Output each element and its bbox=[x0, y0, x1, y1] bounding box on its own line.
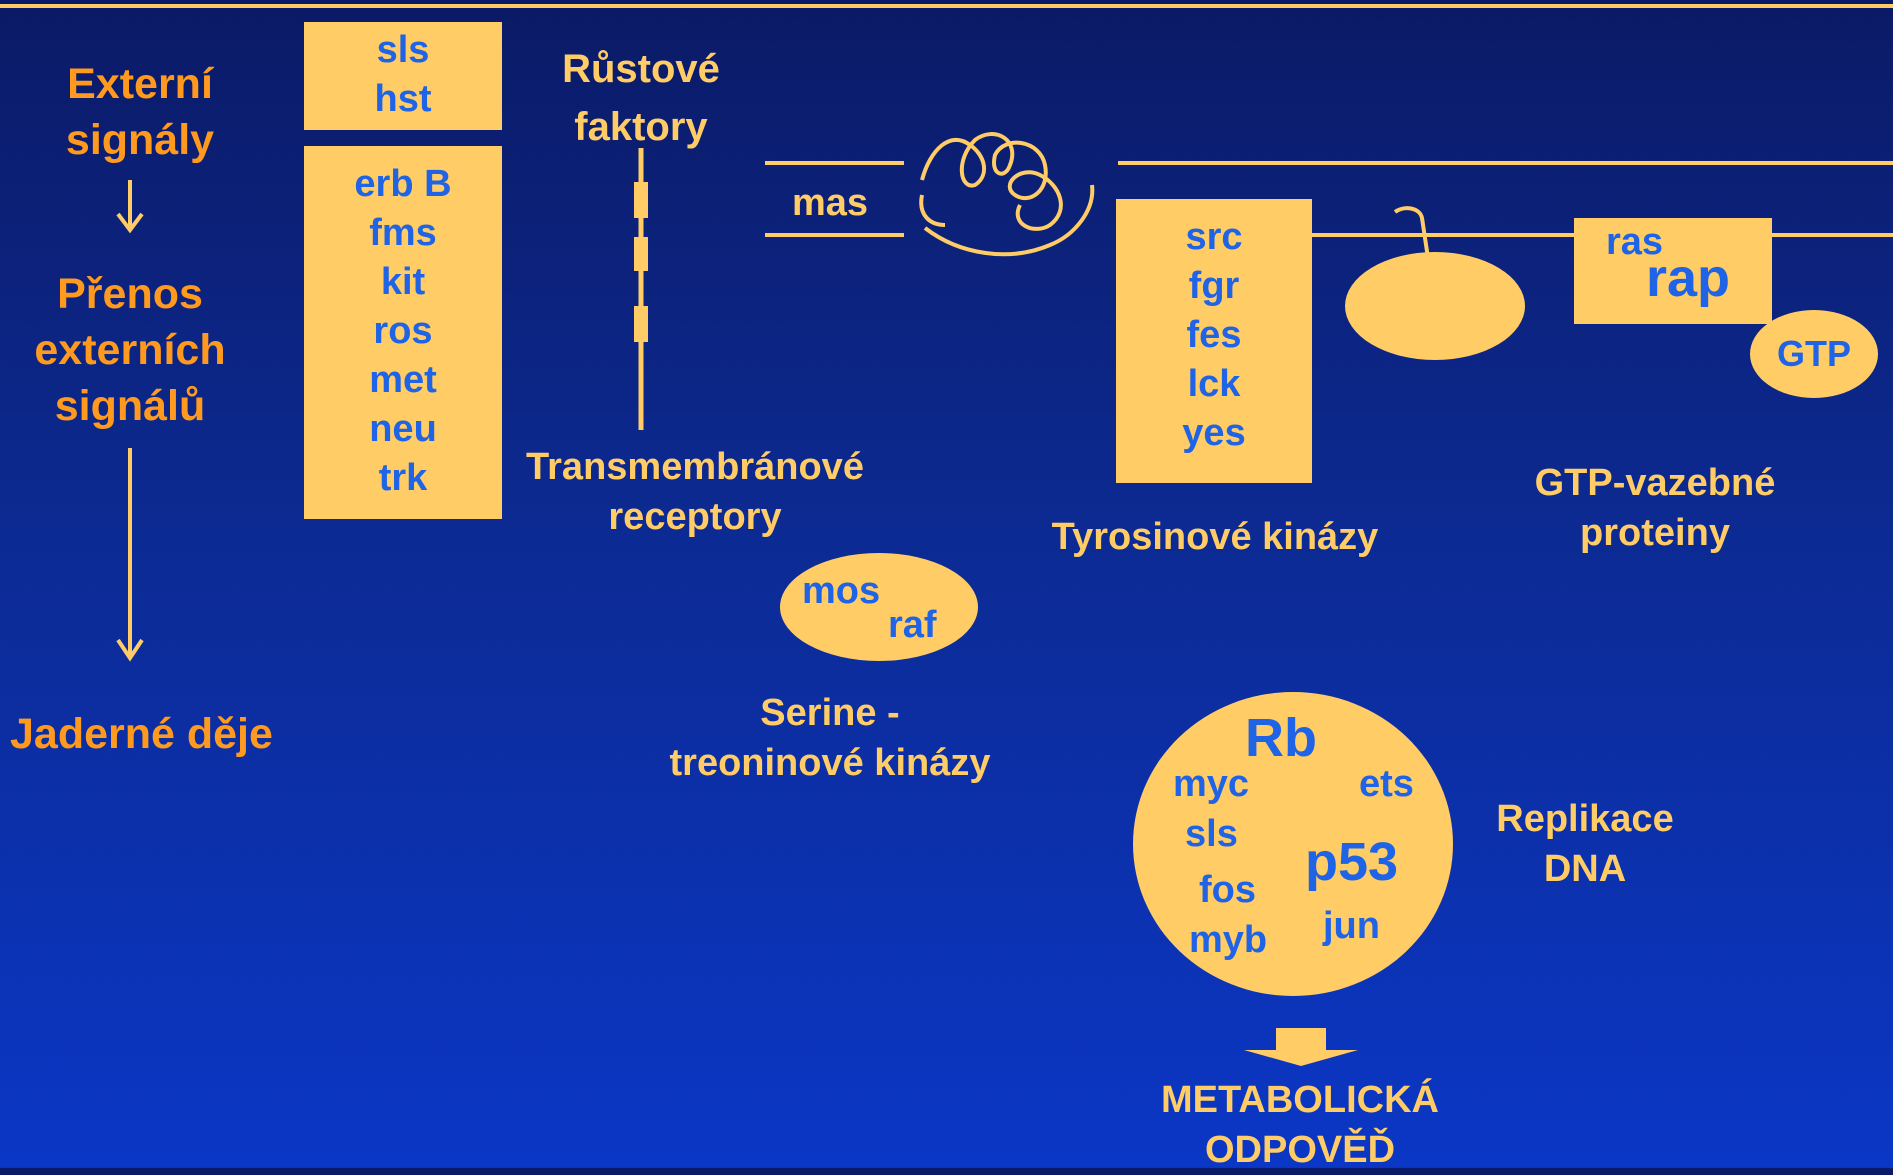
gene-rap: rap bbox=[1646, 248, 1731, 308]
gene-p53: p53 bbox=[1305, 832, 1399, 892]
gene-ros: ros bbox=[373, 310, 433, 352]
gene-kit: kit bbox=[380, 261, 426, 303]
tyrosine-kinase-box: src fgr fes lck yes bbox=[1116, 199, 1312, 483]
growth-factors-label: Růstové faktory bbox=[562, 47, 720, 149]
gene-hst: hst bbox=[374, 78, 432, 120]
mas-protein-coil bbox=[919, 132, 1095, 257]
gene-ets: ets bbox=[1359, 763, 1414, 805]
nucleus-circle: Rb myc ets sls p53 fos jun myb bbox=[1133, 692, 1453, 996]
gene-fos: fos bbox=[1199, 869, 1256, 911]
gtp-binding-proteins-label: GTP-vazebné proteiny bbox=[1534, 462, 1776, 554]
gene-yes: yes bbox=[1182, 412, 1246, 454]
gtp-ellipse: GTP bbox=[1750, 310, 1878, 398]
metabolic-response-label: METABOLICKÁ ODPOVĚĎ bbox=[1161, 1079, 1439, 1171]
response-arrow bbox=[1244, 1028, 1358, 1066]
gene-fms: fms bbox=[369, 212, 437, 254]
gene-fgr: fgr bbox=[1188, 265, 1240, 307]
gene-myc: myc bbox=[1173, 763, 1250, 805]
receptor-line bbox=[634, 148, 648, 430]
gene-jun: jun bbox=[1323, 905, 1380, 947]
external-signals-label: Externí signály bbox=[65, 60, 215, 164]
arrow-down-2 bbox=[116, 448, 144, 662]
anchor-hook bbox=[1393, 206, 1430, 259]
gene-rb: Rb bbox=[1245, 708, 1317, 768]
gene-ras: ras bbox=[1606, 221, 1664, 263]
gene-sls: sls bbox=[376, 29, 430, 71]
membrane-anchored-protein bbox=[1345, 252, 1525, 360]
arrow-down-1 bbox=[116, 180, 144, 234]
dna-replication-label: Replikace DNA bbox=[1496, 798, 1674, 890]
gene-erb-b: erb B bbox=[354, 163, 452, 205]
gene-lck: lck bbox=[1187, 363, 1241, 405]
tyrosine-kinases-label: Tyrosinové kinázy bbox=[1051, 516, 1379, 558]
gene-trk: trk bbox=[378, 457, 428, 499]
gene-myb: myb bbox=[1189, 919, 1268, 961]
top-border-line bbox=[0, 4, 1893, 8]
gene-met: met bbox=[369, 359, 437, 401]
nuclear-events-label: Jaderné děje bbox=[10, 710, 273, 758]
serine-kinase-ellipse: mos raf bbox=[780, 553, 978, 661]
gene-src: src bbox=[1185, 216, 1243, 258]
gene-raf: raf bbox=[888, 604, 937, 646]
gene-fes: fes bbox=[1186, 314, 1242, 356]
serine-threonine-kinases-label: Serine - treoninové kinázy bbox=[669, 692, 991, 784]
transmembrane-receptors-label: Transmembránové receptory bbox=[526, 446, 864, 538]
mas-label: mas bbox=[791, 182, 869, 224]
gene-neu: neu bbox=[369, 408, 437, 450]
gene-sls-nucleus: sls bbox=[1185, 813, 1238, 855]
growth-factor-box-bottom: erb B fms kit ros met neu trk bbox=[304, 146, 502, 519]
signal-transfer-label: Přenos externích signálů bbox=[34, 270, 226, 430]
gtp-binding-box: ras rap bbox=[1574, 218, 1772, 324]
growth-factor-box-top: sls hst bbox=[304, 22, 502, 130]
gene-mos: mos bbox=[802, 570, 881, 612]
